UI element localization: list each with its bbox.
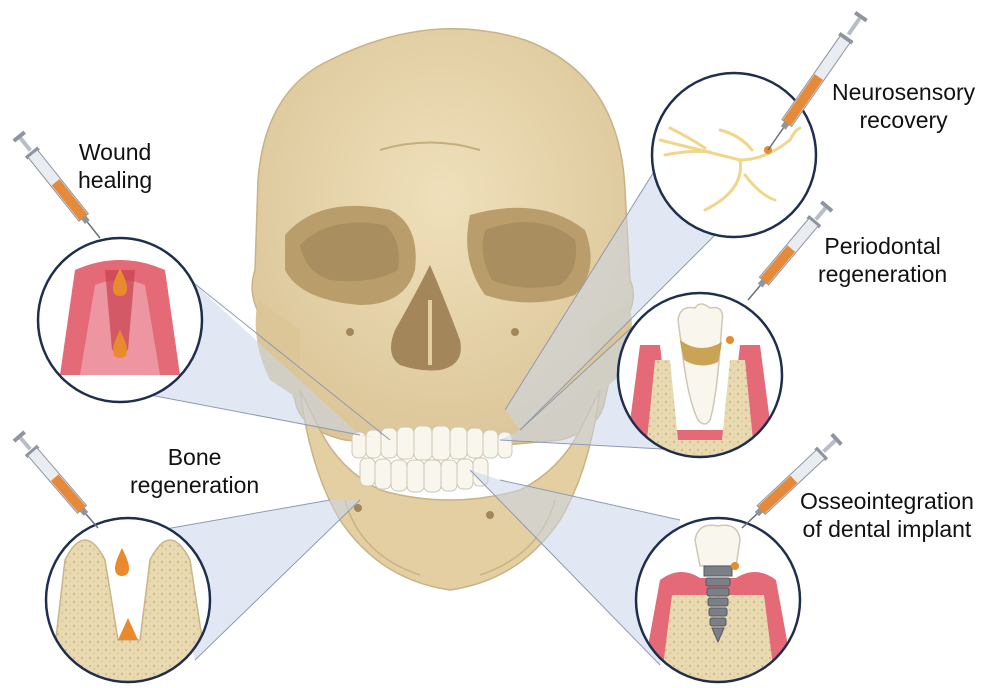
- label-line: healing: [78, 166, 152, 194]
- label-wound-healing: Wound healing: [78, 138, 152, 194]
- label-line: regeneration: [130, 471, 259, 499]
- label-neurosensory: Neurosensory recovery: [832, 78, 975, 134]
- label-line: regeneration: [818, 260, 947, 288]
- label-periodontal: Periodontal regeneration: [818, 232, 947, 288]
- bone-regeneration-panel: [46, 518, 210, 688]
- label-line: Neurosensory: [832, 78, 975, 106]
- periodontal-panel: [618, 293, 782, 460]
- syringe-icon: [12, 430, 104, 533]
- label-line: Periodontal: [818, 232, 947, 260]
- neurosensory-panel: [652, 73, 816, 237]
- wound-healing-panel: [38, 238, 202, 402]
- tooth-icon: [695, 525, 740, 566]
- label-bone-regeneration: Bone regeneration: [130, 443, 259, 499]
- label-line: of dental implant: [800, 515, 974, 543]
- label-line: Bone: [130, 443, 259, 471]
- label-line: Osseointegration: [800, 487, 974, 515]
- label-osseointegration: Osseointegration of dental implant: [800, 487, 974, 543]
- label-line: Wound: [78, 138, 152, 166]
- label-line: recovery: [832, 106, 975, 134]
- osseointegration-panel: [636, 518, 800, 688]
